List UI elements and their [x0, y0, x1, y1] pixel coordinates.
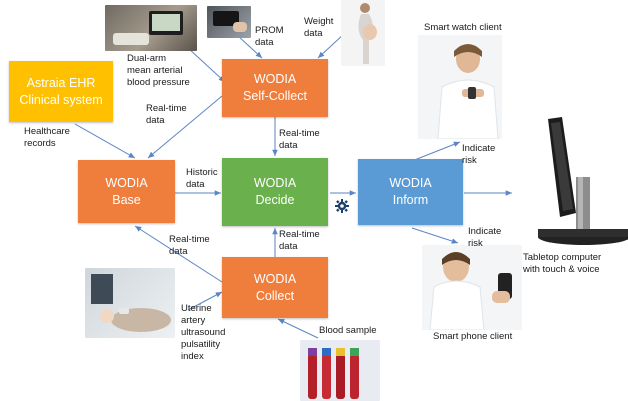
label-realtime-3-l1: Real-time — [169, 234, 210, 245]
label-indicate-risk-watch: Indicate risk — [462, 143, 495, 167]
arrow-prom-to-selfcollect — [237, 35, 263, 59]
wodia-collect-line1: WODIA — [253, 271, 297, 286]
label-uterine-l3: ultrasound — [181, 327, 226, 338]
label-healthcare-records-l1: Healthcare — [24, 126, 70, 137]
label-dual-arm-bp: Dual-arm mean arterial blood pressure — [127, 53, 190, 89]
label-realtime-collect-base: Real-time data — [169, 234, 210, 258]
wodia-inform-line2: Inform — [392, 193, 429, 207]
label-historic-data-l2: data — [186, 179, 205, 190]
phone-device-photo — [207, 6, 251, 38]
astraia-ehr-line1: Astraia EHR — [26, 75, 96, 90]
wodia-selfcollect-line1: WODIA — [253, 72, 297, 86]
label-prom-data-l2: data — [255, 37, 274, 48]
label-dual-arm-bp-l2: mean arterial — [127, 65, 183, 76]
label-indicate-risk-phone: Indicate risk — [468, 226, 501, 250]
label-historic-data: Historic data — [186, 167, 218, 191]
label-prom-data-l1: PROM — [255, 25, 284, 36]
blood-pressure-monitor-photo — [105, 5, 197, 51]
blood-sample-tubes-photo — [300, 340, 380, 401]
nurse-smart-watch-photo — [418, 35, 502, 139]
arrow-selfcollect-to-base — [147, 95, 223, 159]
label-healthcare-records: Healthcare records — [24, 126, 70, 150]
wodia-decide-line1: WODIA — [253, 176, 297, 190]
label-realtime-1-l2: data — [146, 115, 165, 126]
label-tabletop-l1: Tabletop computer — [523, 252, 602, 263]
wodia-decide-box: WODIA Decide — [222, 158, 328, 226]
label-realtime-2-l1: Real-time — [279, 128, 320, 139]
label-uterine-artery: Uterine artery ultrasound pulsatility in… — [181, 303, 225, 363]
wodia-base-line2: Base — [112, 192, 141, 207]
label-realtime-2-l2: data — [279, 140, 298, 151]
label-indicate-2-l2: risk — [468, 238, 483, 249]
label-indicate-2-l1: Indicate — [468, 226, 502, 237]
label-blood-sample: Blood sample — [319, 325, 377, 336]
label-realtime-selfcollect-decide: Real-time data — [279, 128, 320, 152]
arrow-inform-to-phone — [411, 227, 459, 244]
label-healthcare-records-l2: records — [24, 138, 56, 149]
gear-icon — [335, 199, 349, 213]
pregnant-woman-photo — [341, 0, 385, 66]
label-uterine-l2: artery — [181, 315, 206, 326]
arrow-collect-to-base — [134, 225, 223, 283]
wodia-selfcollect-box: WODIA Self-Collect — [222, 59, 328, 117]
arrow-bp-to-selfcollect — [187, 47, 226, 83]
ultrasound-scan-photo — [85, 268, 175, 338]
label-dual-arm-bp-l3: blood pressure — [127, 77, 190, 88]
label-weight-data-l2: data — [304, 28, 323, 39]
label-uterine-l5: index — [181, 351, 204, 362]
arrow-ehr-to-base — [74, 123, 136, 159]
wodia-collect-box: WODIA Collect — [222, 257, 328, 318]
wodia-decide-line2: Decide — [255, 193, 295, 207]
label-prom-data: PROM data — [255, 25, 284, 49]
wodia-base-line1: WODIA — [105, 175, 148, 190]
label-smart-watch-client: Smart watch client — [424, 22, 502, 33]
tabletop-computer-monitor — [520, 117, 628, 250]
wodia-inform-line1: WODIA — [389, 176, 432, 190]
wodia-inform-box: WODIA Inform — [358, 159, 463, 225]
arrow-weight-to-selfcollect — [317, 32, 346, 59]
arrow-ultrasound-to-collect — [187, 291, 223, 311]
nurse-smart-phone-photo — [422, 245, 522, 330]
label-historic-data-l1: Historic — [186, 167, 218, 178]
astraia-ehr-line2: Clinical system — [19, 92, 103, 107]
label-dual-arm-bp-l1: Dual-arm — [127, 53, 167, 64]
arrow-blood-to-collect — [277, 318, 319, 339]
label-smart-phone-client: Smart phone client — [433, 331, 513, 342]
astraia-ehr-box: Astraia EHR Clinical system — [9, 61, 113, 122]
label-weight-data: Weight data — [304, 16, 333, 40]
label-uterine-l4: pulsatility — [181, 339, 221, 350]
label-realtime-collect-decide: Real-time data — [279, 229, 320, 253]
label-realtime-4-l2: data — [279, 241, 298, 252]
label-tabletop-l2: with touch & voice — [523, 264, 600, 275]
label-realtime-4-l1: Real-time — [279, 229, 320, 240]
label-weight-data-l1: Weight — [304, 16, 334, 27]
wodia-base-box: WODIA Base — [78, 160, 175, 223]
arrow-inform-to-watch — [411, 141, 461, 162]
wodia-collect-line2: Collect — [255, 288, 295, 303]
label-realtime-selfcollect-base: Real-time data — [146, 103, 187, 127]
label-tabletop-computer: Tabletop computer with touch & voice — [523, 252, 601, 276]
label-indicate-1-l2: risk — [462, 155, 477, 166]
wodia-selfcollect-line2: Self-Collect — [243, 89, 307, 103]
label-indicate-1-l1: Indicate — [462, 143, 496, 154]
label-realtime-3-l2: data — [169, 246, 188, 257]
label-realtime-1-l1: Real-time — [146, 103, 187, 114]
label-uterine-l1: Uterine — [181, 303, 212, 314]
